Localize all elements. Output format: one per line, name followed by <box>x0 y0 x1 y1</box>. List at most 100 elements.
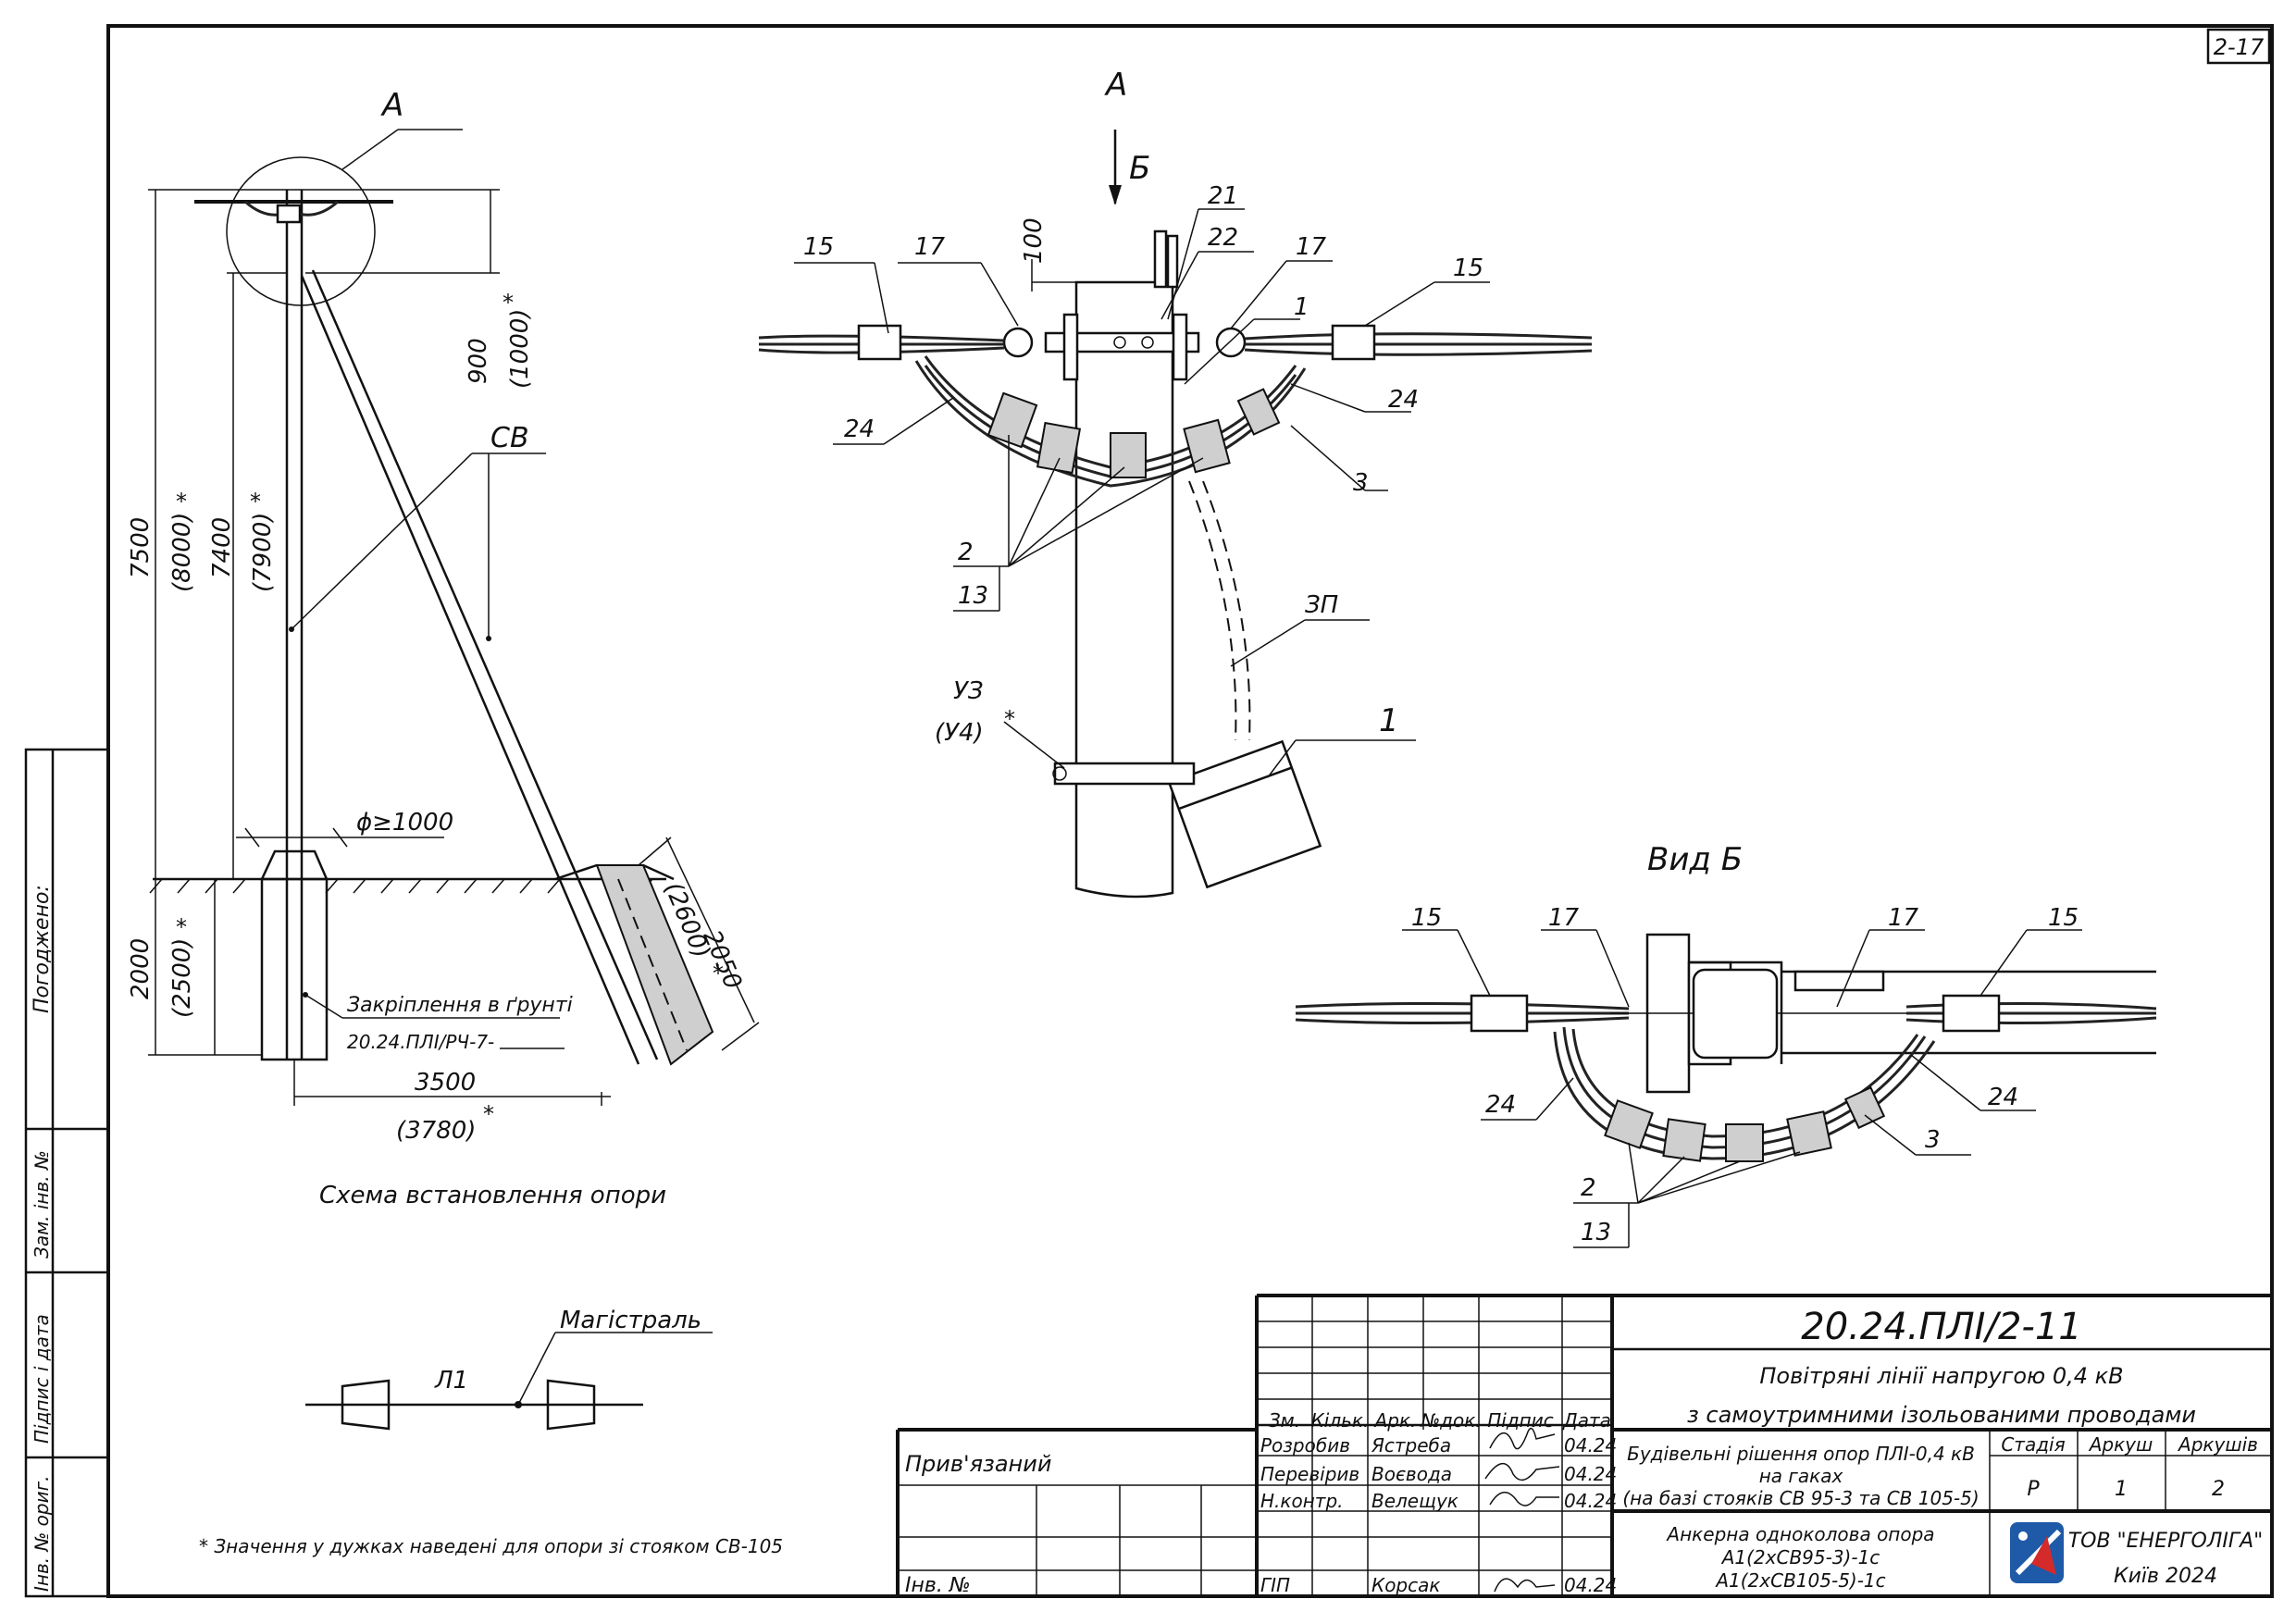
tap-connector <box>1110 432 1147 478</box>
replaced-inv-label: Зам. інв. № <box>31 1150 53 1258</box>
col-data: Дата <box>1562 1409 1611 1432</box>
staff-name: Воєвода <box>1371 1463 1452 1485</box>
dim-2500: (2500) <box>168 938 196 1018</box>
clamp-bar <box>1044 331 1200 353</box>
view-b-arrow-label: Б <box>1129 150 1150 187</box>
dim-3780: (3780) <box>396 1117 476 1145</box>
dim-100: 100 <box>1020 217 1048 264</box>
pole-section <box>1692 968 1779 1060</box>
svg-text:*: * <box>250 489 261 514</box>
detail-a-title: А <box>1104 67 1127 104</box>
tap-connector <box>1236 388 1281 436</box>
sheet-number: 2-17 <box>2214 34 2265 60</box>
line-l1-label: Л1 <box>434 1367 468 1395</box>
staff-name: Корсак <box>1371 1574 1440 1596</box>
callout-24: 24 <box>1388 386 1419 414</box>
drop-wire <box>1188 480 1237 741</box>
view-b-title: Вид Б <box>1647 841 1743 878</box>
callout-3: 3 <box>1353 469 1369 497</box>
sheet-number-box <box>2206 28 2271 65</box>
sheet-title-line-1: Анкерна одноколова опора <box>1665 1523 1934 1545</box>
dim-diameter: ϕ≥1000 <box>356 809 453 837</box>
title-line-1: Повітряні лінії напругою 0,4 кВ <box>1759 1363 2123 1389</box>
bound-label: Прив'язаний <box>905 1451 1051 1477</box>
tap-connector <box>1786 1110 1832 1157</box>
staff-role: Розробив <box>1260 1434 1350 1457</box>
company-name: ТОВ "ЕНЕРГОЛІГА" <box>2068 1530 2264 1553</box>
strut-pole <box>300 275 640 1065</box>
stage-header: Стадія <box>2001 1433 2065 1456</box>
staff-role: Перевірив <box>1260 1463 1359 1485</box>
dim-8000: (8000) <box>168 513 196 592</box>
col-zm: Зм. <box>1269 1409 1300 1432</box>
staff-date: 04.24 <box>1564 1463 1617 1485</box>
hook-left <box>1002 327 1034 358</box>
callout-15: 15 <box>1411 904 1442 932</box>
tap-connector <box>1725 1123 1764 1162</box>
svg-text:*: * <box>1004 706 1015 732</box>
svg-text:*: * <box>483 1101 494 1127</box>
tap-connector <box>1662 1118 1706 1162</box>
staff-role: Н.контр. <box>1260 1490 1344 1512</box>
callout-24: 24 <box>1988 1084 2018 1111</box>
col-pidpys: Підпис <box>1487 1409 1554 1432</box>
staff-date: 04.24 <box>1564 1434 1617 1457</box>
inv-no-label: Інв. № <box>905 1574 971 1597</box>
branch-box <box>1167 739 1322 889</box>
ground-fix-label: Закріплення в ґрунті <box>347 994 573 1017</box>
svg-text:*: * <box>713 961 724 986</box>
svg-text:*: * <box>176 914 187 940</box>
callout-15: 15 <box>2048 904 2079 932</box>
dim-7900: (7900) <box>249 513 277 592</box>
callout-2: 2 <box>958 539 974 566</box>
subtitle-line-2: на гаках <box>1759 1465 1843 1487</box>
dim-1000: (1000) <box>506 309 534 389</box>
staff-date: 04.24 <box>1564 1490 1617 1512</box>
anchor-clamp-right <box>1331 324 1376 361</box>
callout-15: 15 <box>803 233 834 261</box>
staff-name: Велещук <box>1371 1490 1458 1512</box>
company-logo <box>2010 1522 2064 1583</box>
footnote: * Значення у дужках наведені для опори з… <box>199 1535 783 1557</box>
callout-17: 17 <box>1296 233 1327 261</box>
svg-text:*: * <box>503 290 514 316</box>
tap-connector <box>1843 1085 1886 1130</box>
city-year: Київ 2024 <box>2114 1565 2217 1588</box>
stage-value: Р <box>2027 1478 2040 1501</box>
section-a-mark: А <box>380 87 403 124</box>
pole-installation-scheme: А 900 (1000) * 7500 (8000) * 7400 (7900)… <box>127 87 760 1209</box>
subtitle-line-1: Будівельні рішення опор ПЛІ-0,4 кВ <box>1627 1443 1975 1465</box>
sheet-header: Аркуш <box>2088 1433 2153 1456</box>
tap-connector <box>1604 1099 1654 1149</box>
strut-foundation <box>595 864 714 1066</box>
callout-17: 17 <box>1548 904 1580 932</box>
title-block: 20.24.ПЛІ/2-11 Повітряні лінії напругою … <box>896 1294 2272 1597</box>
sheet-title-line-2: А1(2хСВ95-3)-1с <box>1720 1546 1880 1568</box>
staff-date: 04.24 <box>1564 1574 1617 1596</box>
ground-fix-doc: 20.24.ПЛІ/РЧ-7- <box>347 1031 494 1053</box>
pole-type-label: СВ <box>490 422 529 454</box>
dim-2000: 2000 <box>127 938 155 999</box>
subtitle-line-3: (на базі стояків СВ 95-3 та СВ 105-5) <box>1622 1487 1979 1509</box>
anchor-clamp-right <box>1942 994 2001 1033</box>
title-line-2: з самоутримними ізольованими проводами <box>1687 1402 2196 1428</box>
sheet-title-line-3: А1(2хСВ105-5)-1с <box>1714 1569 1885 1592</box>
anchor-clamp-left <box>857 324 902 361</box>
pole-foundation <box>260 877 329 1061</box>
callout-17: 17 <box>914 233 946 261</box>
trunk-label: Магістраль <box>560 1307 701 1334</box>
side-panel: Погоджено: Зам. інв. № Підпис і дата Інв… <box>24 748 110 1598</box>
sheets-header: Аркушів <box>2177 1433 2258 1456</box>
dim-7400: 7400 <box>208 517 236 578</box>
col-ark: Арк. <box>1373 1409 1417 1432</box>
tap-connector <box>1036 421 1082 475</box>
callout-13: 13 <box>958 582 988 610</box>
dim-900: 900 <box>465 338 492 384</box>
orig-inv-label: Інв. № ориг. <box>31 1476 53 1592</box>
tap-connector <box>987 391 1038 449</box>
tap-connector <box>1183 418 1231 474</box>
callout-15: 15 <box>1453 254 1483 282</box>
agreed-label: Погоджено: <box>31 885 54 1013</box>
sign-date-label: Підпис і дата <box>31 1314 53 1444</box>
